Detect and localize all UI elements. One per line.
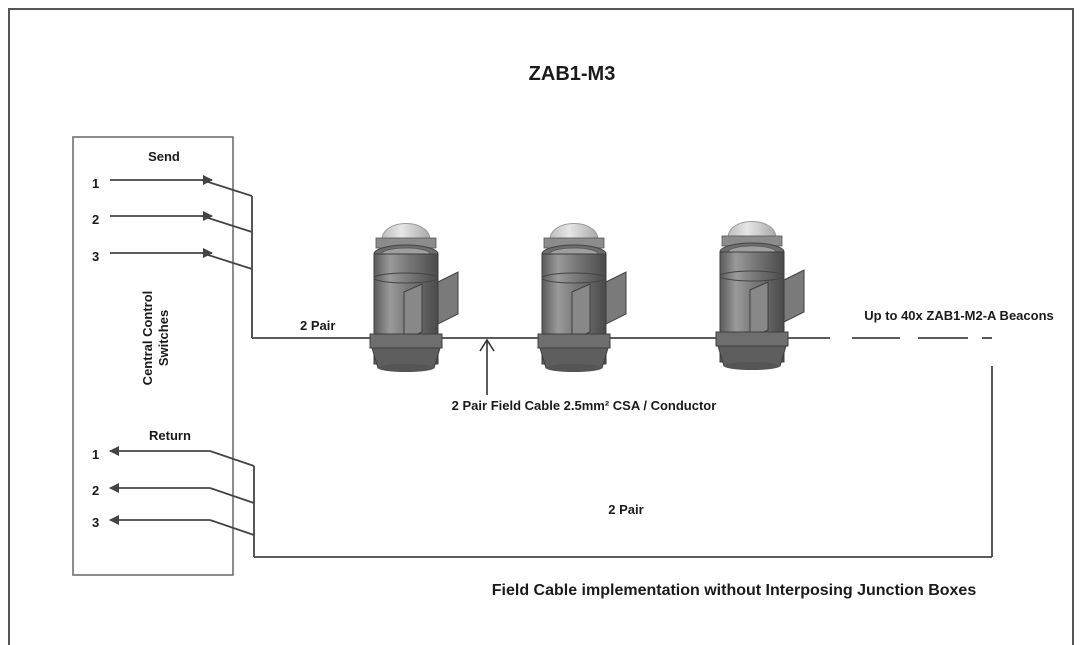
diagram-title: ZAB1-M3 <box>529 63 616 85</box>
return-number-2: 2 <box>92 483 99 498</box>
send-join-1 <box>201 179 253 197</box>
send-join-2 <box>201 215 253 233</box>
field-cable-pointer <box>479 338 495 395</box>
central-control-box <box>72 136 234 576</box>
send-number-3: 3 <box>92 249 99 264</box>
diagram-caption: Field Cable implementation without Inter… <box>492 582 977 599</box>
return-wires <box>109 366 993 558</box>
central-control-label: Central Control Switches <box>140 291 171 386</box>
top-2-pair-label: 2 Pair <box>300 318 335 333</box>
bottom-2-pair-label: 2 Pair <box>608 502 643 517</box>
return-join-3 <box>209 519 255 536</box>
return-number-1: 1 <box>92 447 99 462</box>
send-number-1: 1 <box>92 176 99 191</box>
send-label: Send <box>148 149 180 164</box>
send-number-2: 2 <box>92 212 99 227</box>
return-join-2 <box>209 487 255 504</box>
return-join-1 <box>209 450 255 467</box>
send-join-3 <box>201 252 253 270</box>
central-control-line2: Switches <box>156 310 171 366</box>
beacon-1 <box>369 223 459 373</box>
outer-frame <box>8 8 1074 645</box>
return-label: Return <box>149 428 191 443</box>
field-cable-label: 2 Pair Field Cable 2.5mm² CSA / Conducto… <box>452 398 717 413</box>
beacon-3 <box>715 221 805 371</box>
beacons-label: Up to 40x ZAB1-M2-A Beacons <box>864 308 1054 323</box>
beacon-2 <box>537 223 627 373</box>
central-control-line1: Central Control <box>140 291 155 386</box>
return-number-3: 3 <box>92 515 99 530</box>
